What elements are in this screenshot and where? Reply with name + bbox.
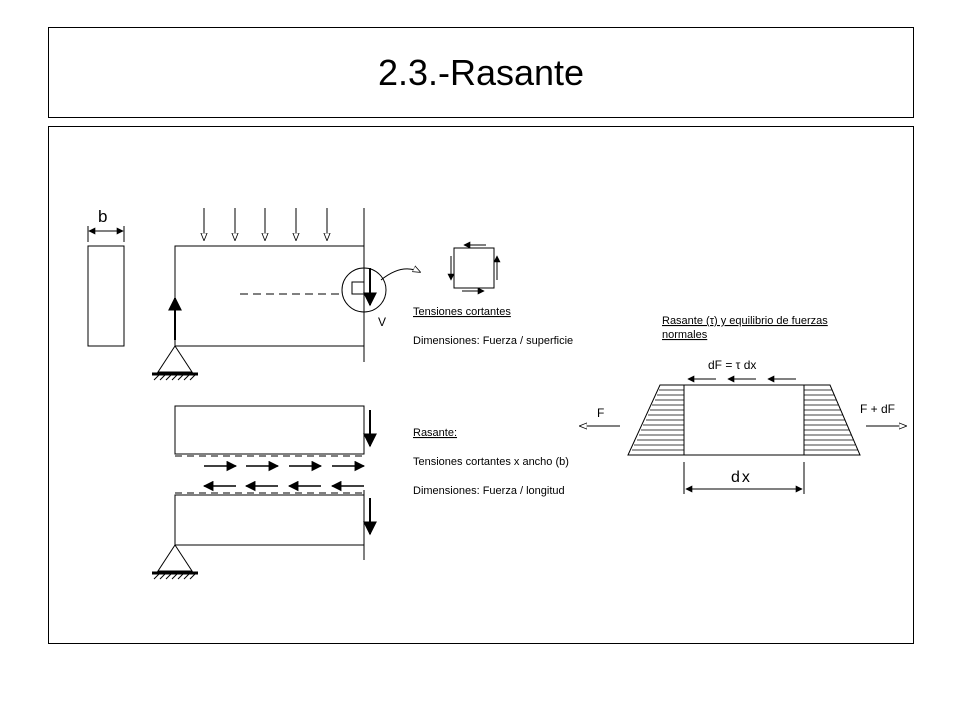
label-dx: dx	[731, 469, 752, 486]
text-rasante-eq-1: Rasante (τ) y equilibrio de fuerzas	[662, 315, 828, 327]
diagram-frame	[48, 126, 914, 644]
text-dim-longitud: Dimensiones: Fuerza / longitud	[413, 485, 565, 497]
middle-beam	[174, 405, 377, 492]
text-tens-x-ancho: Tensiones cortantes x ancho (b)	[413, 456, 569, 468]
label-F: F	[597, 406, 604, 420]
label-dF: dF = τ dx	[708, 358, 756, 372]
label-F-dF: F + dF	[860, 402, 895, 416]
page-title: 2.3.-Rasante	[377, 51, 585, 93]
text-rasante-eq-2: normales	[662, 329, 708, 341]
equilibrium-element	[580, 375, 906, 494]
upper-beam: V	[152, 208, 420, 381]
cross-section: b	[87, 207, 125, 347]
title-frame: 2.3.-Rasante	[48, 27, 914, 118]
lower-beam	[152, 490, 377, 580]
text-tensiones-cortantes: Tensiones cortantes	[413, 306, 511, 318]
text-dim-superficie: Dimensiones: Fuerza / superficie	[413, 335, 573, 347]
stress-element	[447, 241, 501, 295]
label-b: b	[98, 207, 107, 226]
label-v: V	[378, 315, 386, 329]
text-rasante: Rasante:	[413, 427, 457, 439]
